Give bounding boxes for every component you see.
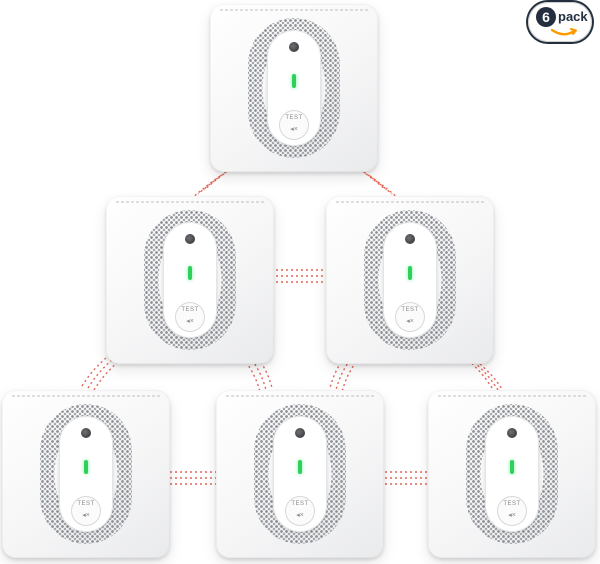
status-led-icon [408, 266, 412, 280]
wireless-link-icon [170, 471, 220, 485]
test-button [285, 496, 315, 526]
mute-icon: ◂× [186, 318, 194, 325]
wireless-link-icon [191, 167, 233, 199]
wireless-link-icon [380, 471, 430, 485]
status-led-icon [188, 266, 192, 280]
test-button-label: TEST [77, 501, 95, 507]
sensor-icon [507, 428, 517, 438]
mute-icon: ◂× [296, 512, 304, 519]
status-led-icon [292, 74, 296, 88]
smoke-detector-6: TEST ◂× [428, 390, 596, 558]
test-button-label: TEST [285, 115, 303, 121]
sensor-icon [405, 234, 415, 244]
status-led-icon [298, 460, 302, 474]
mute-icon: ◂× [508, 512, 516, 519]
mute-icon: ◂× [290, 126, 298, 133]
test-button [71, 496, 101, 526]
test-button [175, 302, 205, 332]
smoke-detector-5: TEST ◂× [216, 390, 384, 558]
wireless-link-icon [329, 357, 357, 393]
pack-count: 6 [536, 7, 556, 27]
mute-icon: ◂× [406, 318, 414, 325]
test-button-label: TEST [181, 307, 199, 313]
test-button [279, 110, 309, 140]
sensor-icon [295, 428, 305, 438]
test-button-label: TEST [503, 501, 521, 507]
test-button [497, 496, 527, 526]
mute-icon: ◂× [82, 512, 90, 519]
test-button-label: TEST [291, 501, 309, 507]
smoke-detector-1: TEST ◂× [210, 4, 378, 172]
pack-count-badge: 6 pack [528, 2, 592, 42]
status-led-icon [510, 460, 514, 474]
status-led-icon [84, 460, 88, 474]
sensor-icon [81, 428, 91, 438]
pack-label: pack [558, 9, 588, 24]
wireless-link-icon [245, 357, 273, 393]
smoke-detector-2: TEST ◂× [106, 196, 274, 364]
smoke-detector-3: TEST ◂× [326, 196, 494, 364]
test-button [395, 302, 425, 332]
sensor-icon [289, 42, 299, 52]
wireless-link-icon [357, 167, 399, 199]
wireless-link-icon [276, 269, 326, 283]
sensor-icon [185, 234, 195, 244]
smoke-detector-4: TEST ◂× [2, 390, 170, 558]
test-button-label: TEST [401, 307, 419, 313]
amazon-smile-icon [550, 28, 577, 36]
wireless-link-icon [467, 359, 505, 393]
wireless-link-icon [81, 357, 119, 391]
